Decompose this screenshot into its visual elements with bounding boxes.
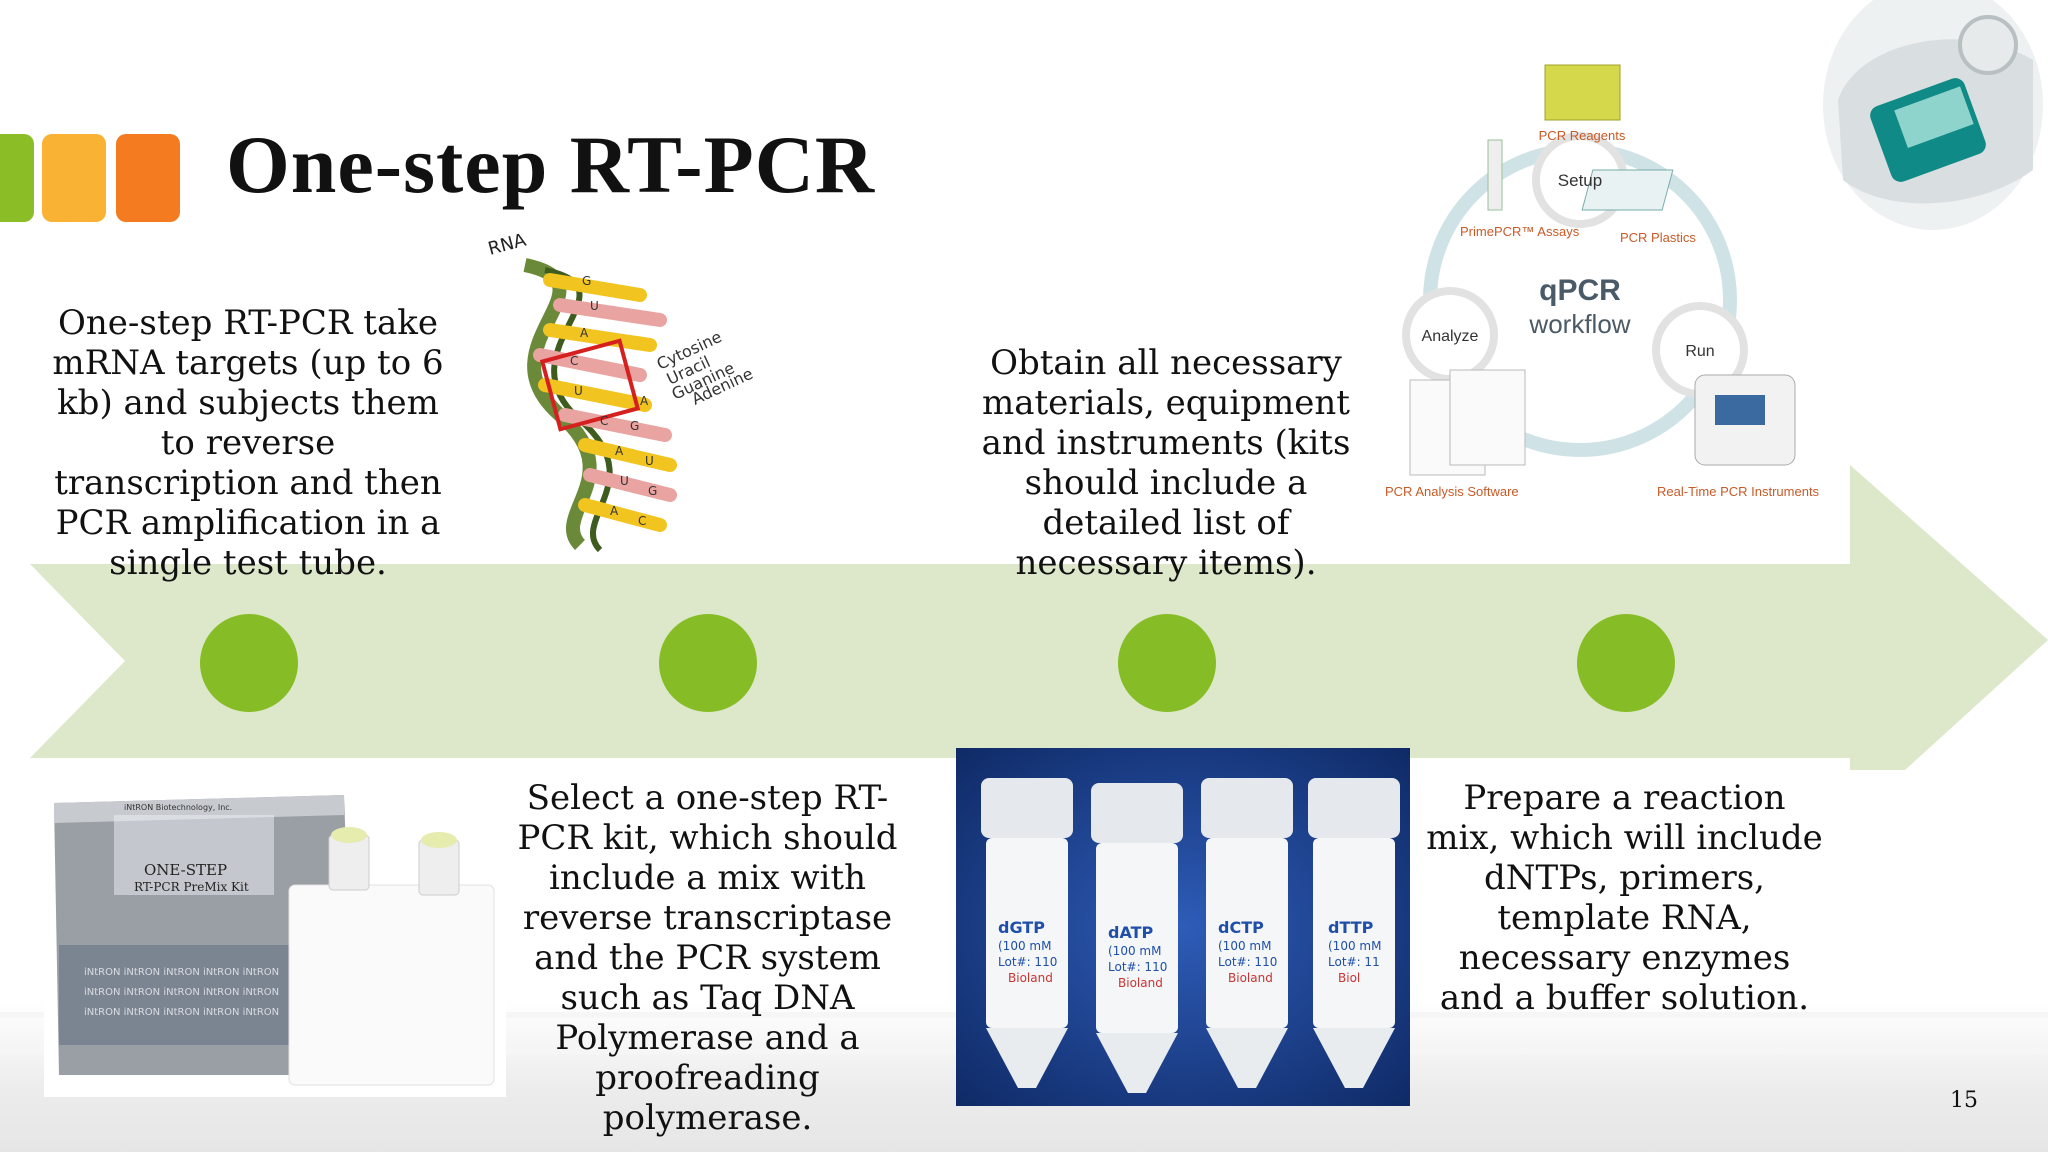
kit-product-line1: ONE-STEP <box>144 861 227 879</box>
nucleotide-letter: A <box>610 504 619 518</box>
step-3-text: Obtain all necessary materials, equipmen… <box>981 343 1351 583</box>
tube-conc: (100 mM <box>998 939 1051 953</box>
kit-product-line2: RT-PCR PreMix Kit <box>134 880 249 894</box>
tube-maker: Bioland <box>1118 976 1163 990</box>
kit-band-text: iNtRON iNtRON iNtRON iNtRON iNtRON <box>84 1007 279 1018</box>
timeline-arrow <box>30 465 2048 770</box>
tube-maker: Biol <box>1338 971 1360 985</box>
nucleotide-letter: U <box>645 454 654 468</box>
rna-diagram-image: RNA Cytosine Uracil Guanine Adenine G U … <box>470 225 930 555</box>
qpcr-node-label: Analyze <box>1422 328 1479 345</box>
tube-conc: (100 mM <box>1108 944 1161 958</box>
accent-square-orange <box>116 134 180 222</box>
tube-name: dATP <box>1108 923 1154 942</box>
tube-maker: Bioland <box>1228 971 1273 985</box>
timeline-dot-2 <box>659 614 757 712</box>
qpcr-workflow-image: Setup Analyze Run qPCR workflow PCR Reag… <box>1370 50 1850 520</box>
nucleotide-letter: U <box>590 299 599 313</box>
slide-title: One-step RT-PCR <box>226 119 876 210</box>
nucleotide-letter: G <box>648 484 657 498</box>
dntp-tubes-image: dGTP (100 mM Lot#: 110 Bioland dATP (100… <box>956 748 1410 1106</box>
nucleotide-letter: U <box>574 384 583 398</box>
tube <box>1201 778 1293 1088</box>
tube-name: dTTP <box>1328 918 1374 937</box>
qpcr-label: PCR Plastics <box>1620 230 1696 245</box>
tube-lot: Lot#: 11 <box>1328 955 1380 969</box>
step-1-text: One-step RT-PCR take mRNA targets (up to… <box>52 303 444 583</box>
nucleotide-letter: G <box>582 274 591 288</box>
accent-square-yellow <box>42 134 106 222</box>
timeline-dot-1 <box>200 614 298 712</box>
step-4-text: Prepare a reaction mix, which will inclu… <box>1426 778 1823 1018</box>
nucleotide-letter: A <box>580 326 589 340</box>
tube-conc: (100 mM <box>1218 939 1271 953</box>
step-2-text: Select a one-step RT-PCR kit, which shou… <box>517 778 898 1138</box>
nucleotide-letter: C <box>600 414 608 428</box>
tube-name: dGTP <box>998 918 1045 937</box>
nucleotide-letter: C <box>638 514 646 528</box>
pcr-instrument-image <box>1818 0 2048 240</box>
accent-square-green <box>0 134 34 222</box>
tube-lot: Lot#: 110 <box>1218 955 1277 969</box>
nucleotide-letter: A <box>640 394 649 408</box>
qpcr-label: PCR Analysis Software <box>1385 484 1519 499</box>
nucleotide-letter: C <box>570 354 578 368</box>
qpcr-label: PrimePCR™ Assays <box>1460 224 1580 239</box>
qpcr-label: Real-Time PCR Instruments <box>1657 484 1820 499</box>
nucleotide-letter: U <box>620 474 629 488</box>
qpcr-label: PCR Reagents <box>1539 128 1626 143</box>
nucleotide-letter: A <box>615 444 624 458</box>
tube-name: dCTP <box>1218 918 1264 937</box>
timeline-dot-3 <box>1118 614 1216 712</box>
qpcr-node-label: Run <box>1685 343 1714 360</box>
rt-pcr-kit-image: iNtRON Biotechnology, Inc. ONE-STEP RT-P… <box>44 775 506 1097</box>
tube-maker: Bioland <box>1008 971 1053 985</box>
tube <box>1308 778 1400 1088</box>
tube-lot: Lot#: 110 <box>998 955 1057 969</box>
qpcr-center-subtitle: workflow <box>1528 309 1630 339</box>
tube-conc: (100 mM <box>1328 939 1381 953</box>
page-number: 15 <box>1950 1088 1978 1113</box>
qpcr-center-title: qPCR <box>1539 274 1621 307</box>
kit-band-text: iNtRON iNtRON iNtRON iNtRON iNtRON <box>84 987 279 998</box>
timeline-dot-4 <box>1577 614 1675 712</box>
kit-band-text: iNtRON iNtRON iNtRON iNtRON iNtRON <box>84 967 279 978</box>
nucleotide-letter: G <box>630 419 639 433</box>
tube <box>1091 783 1183 1093</box>
tube-lot: Lot#: 110 <box>1108 960 1167 974</box>
tube <box>981 778 1073 1088</box>
kit-brand: iNtRON Biotechnology, Inc. <box>124 803 232 812</box>
qpcr-node-label: Setup <box>1558 171 1602 190</box>
